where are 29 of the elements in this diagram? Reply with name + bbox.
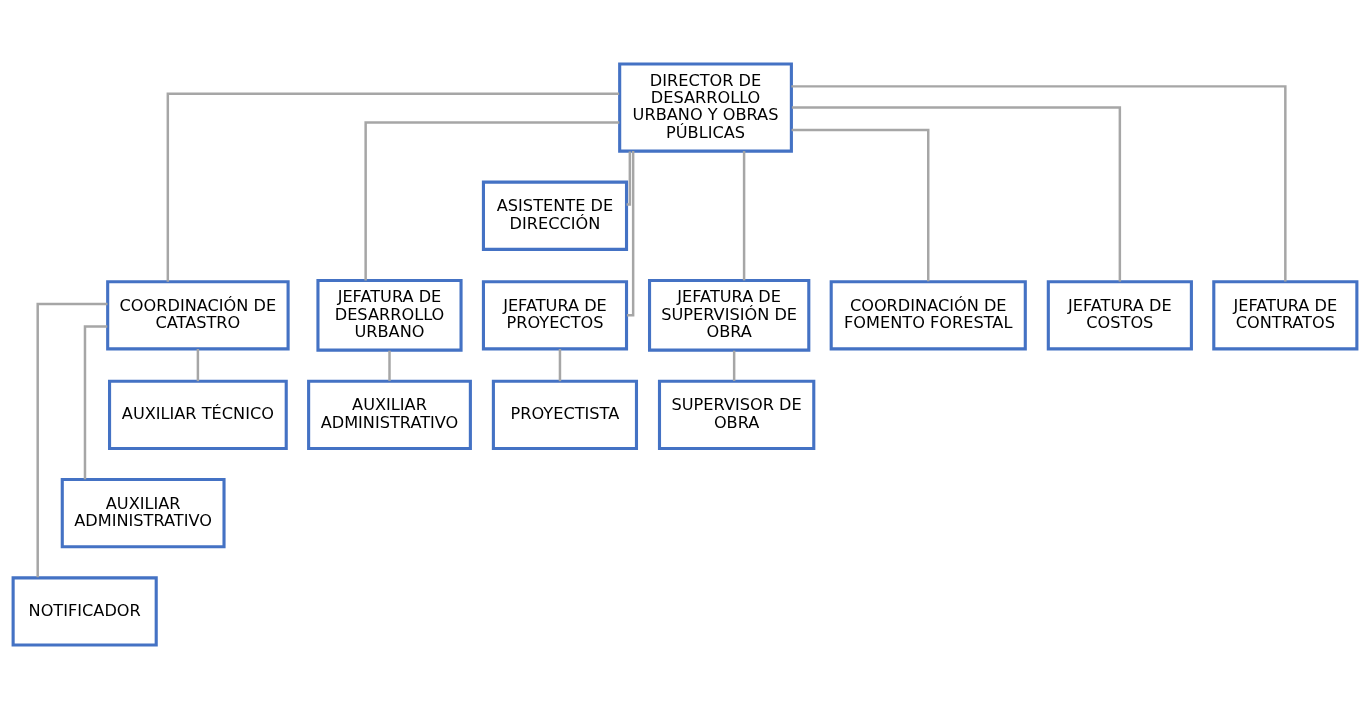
- node-box: AUXILIAR ADMINISTRATIVO: [307, 379, 472, 450]
- node-box: COORDINACIÓN DE FOMENTO FORESTAL: [829, 279, 1027, 350]
- connector: [627, 150, 635, 317]
- connector: [791, 105, 1122, 281]
- connector: [742, 150, 746, 280]
- node-box: PROYECTISTA: [491, 379, 639, 450]
- node-box: COORDINACIÓN DE CATASTRO: [106, 279, 290, 350]
- node-box: AUXILIAR TÉCNICO: [108, 379, 288, 450]
- connector: [196, 348, 200, 381]
- node-box: AUXILIAR ADMINISTRATIVO: [60, 477, 226, 548]
- node-box: JEFATURA DE PROYECTOS: [481, 279, 629, 350]
- connector: [791, 84, 1287, 282]
- connector: [388, 350, 391, 381]
- connector: [83, 324, 108, 479]
- node-box: SUPERVISOR DE OBRA: [657, 379, 816, 450]
- connector: [166, 92, 620, 282]
- connector: [36, 302, 108, 577]
- node-box: JEFATURA DE DESARROLLO URBANO: [316, 278, 463, 352]
- connector: [626, 151, 632, 206]
- connector: [364, 120, 620, 280]
- connector: [558, 348, 562, 381]
- node-box: ASISTENTE DE DIRECCIÓN: [481, 180, 629, 251]
- node-box: DIRECTOR DE DESARROLLO URBANO Y OBRAS PÚBLICAS: [618, 61, 793, 153]
- node-box: JEFATURA DE CONTRATOS: [1212, 279, 1359, 350]
- node-box: JEFATURA DE SUPERVISIÓN DE OBRA: [648, 278, 811, 352]
- connector: [732, 350, 736, 381]
- connector: [791, 128, 930, 281]
- node-box: JEFATURA DE COSTOS: [1046, 279, 1193, 350]
- node-box: NOTIFICADOR: [11, 575, 158, 647]
